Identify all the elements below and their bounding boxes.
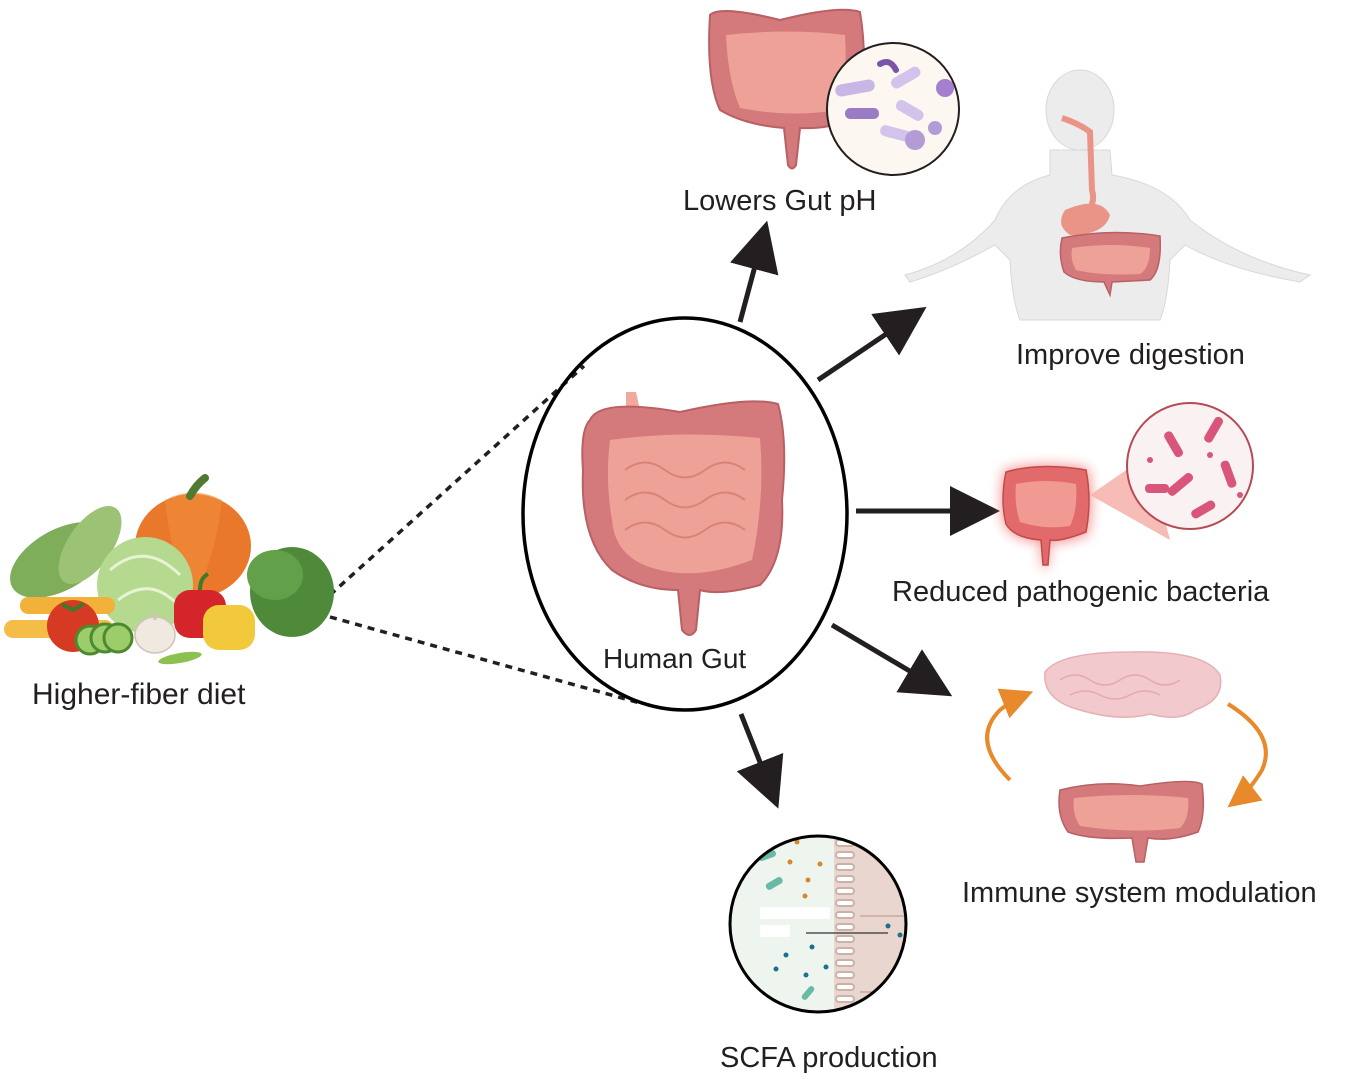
cucumber-slices-icon — [74, 622, 134, 656]
lowers-gut-ph-label: Lowers Gut pH — [683, 185, 877, 217]
orange-arrow-gut-to-brain — [985, 688, 1034, 782]
purple-bacteria-magnifier — [826, 42, 960, 176]
arrow-to-scfa-production — [736, 713, 784, 809]
reduced-pathogenic-bacteria-label: Reduced pathogenic bacteria — [892, 576, 1270, 608]
inflamed-gut-illustration — [1001, 464, 1092, 568]
scfa-production-label: SCFA production — [720, 1042, 938, 1074]
dashed-connector-lower — [329, 615, 641, 705]
digestive-tract — [1059, 115, 1162, 298]
microvilli — [835, 839, 855, 1003]
immune-system-modulation-label: Immune system modulation — [962, 877, 1317, 909]
arrow-to-lowers-gut-ph — [730, 220, 779, 323]
small-gut-illustration — [1058, 780, 1205, 863]
cabbage-icon — [97, 537, 193, 633]
improve-digestion-label: Improve digestion — [1016, 339, 1245, 371]
arrow-to-improve-digestion — [816, 306, 927, 383]
brain-illustration — [1044, 651, 1222, 718]
garlic-icon — [134, 612, 176, 654]
center-gut-illustration — [581, 392, 786, 636]
dashed-connector-upper — [328, 364, 586, 597]
scfa-magnifier-border — [728, 834, 908, 1014]
pea-pod-icon — [158, 651, 202, 665]
human-gut-ellipse — [521, 316, 849, 712]
orange-arrow-brain-to-gut — [1226, 702, 1268, 808]
higher-fiber-diet-label: Higher-fiber diet — [32, 678, 246, 711]
yellow-pepper-icon — [203, 605, 255, 650]
spinach-icon — [247, 547, 334, 637]
human-gut-label: Human Gut — [603, 643, 747, 674]
arrow-to-immune-system-modulation — [830, 622, 953, 697]
pink-bacteria-magnifier — [1126, 402, 1254, 530]
leafy-greens-left — [10, 506, 122, 598]
